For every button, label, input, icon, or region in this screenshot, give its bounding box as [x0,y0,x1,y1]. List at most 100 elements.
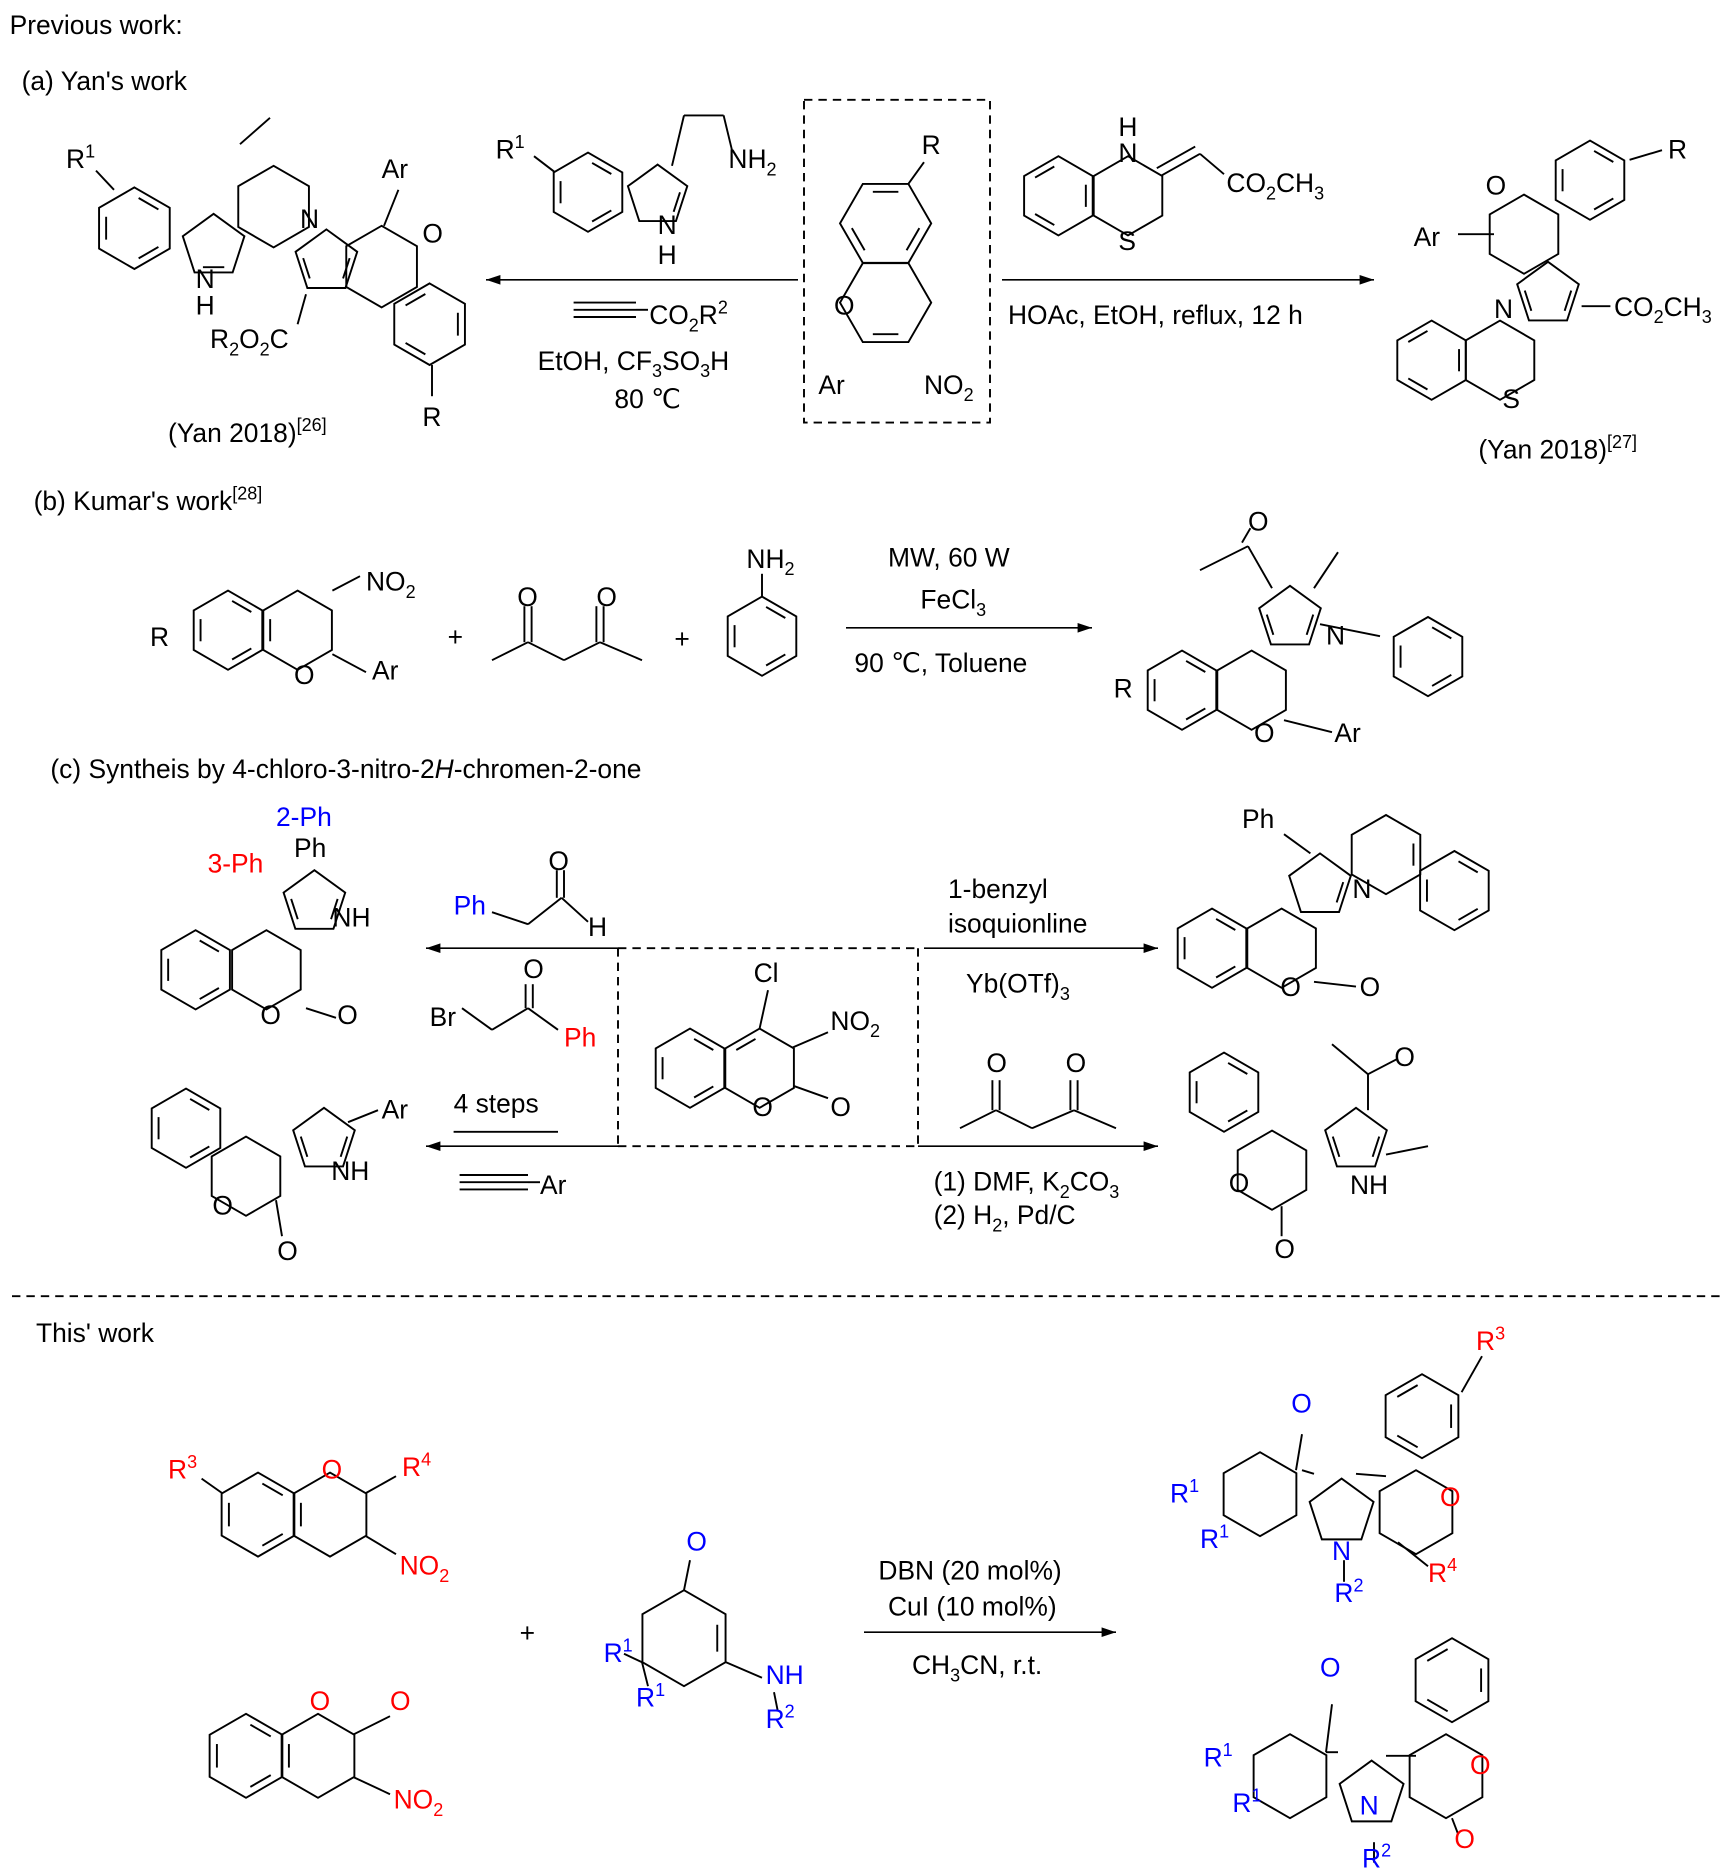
label-p1-Or: O [1440,1482,1461,1512]
bond [1305,614,1315,636]
bond [1331,1043,1369,1075]
bond [1563,290,1573,312]
ring [654,1027,726,1109]
label-a-cond1: EtOH, CF3​SO3​H [538,346,730,381]
label-a-cond3: HOAc, EtOH, reflux, 12 h [1008,300,1303,330]
label-ch-R: R [922,130,941,160]
label-c4-O3: O [1274,1234,1295,1264]
bond-lines [12,98,1722,1863]
bond [231,647,252,661]
label-th-N: N [1118,138,1137,168]
bond [1367,1057,1399,1076]
bond [1031,1109,1075,1130]
ring [1176,907,1248,989]
ring [1516,260,1580,322]
label-d-cond2: CuI (10 mol%) [888,1591,1057,1621]
bond [560,897,589,923]
bond [722,115,733,151]
bond [405,293,426,307]
bond [1265,614,1275,636]
bond [1431,673,1452,687]
label-p1-N: N [1332,1536,1351,1566]
label-d-R3: R3​ [168,1452,197,1485]
bond [189,1145,210,1159]
arrow-head [426,1141,441,1151]
bond [773,1692,779,1711]
bond [1185,660,1206,673]
label-c3-NH: NH [331,1156,369,1186]
arrow-head [1359,275,1374,285]
label-a-alkyne: CO2​R2​ [649,297,728,335]
bond [907,161,925,185]
bond [405,342,426,356]
bond [290,898,299,920]
arrow-head [486,275,501,285]
label-b-plus1: + [448,622,463,652]
label-p1-R4: R4​ [1428,1555,1457,1588]
label-p2-N: N [1360,1791,1379,1821]
label-d-plus: + [520,1618,535,1648]
bond [1335,881,1345,903]
ring [552,151,624,233]
ring [1464,319,1536,401]
label-c1-2Ph: 2-Ph [276,802,332,832]
label-e-R1a: R1​ [604,1635,633,1668]
label-this: This' work [36,1318,155,1348]
label-c4-NH: NH [1350,1170,1388,1200]
bond [1215,918,1236,931]
ring [1554,139,1626,221]
bond [1458,860,1479,874]
label-cc-O1: O [752,1092,773,1122]
bond [671,115,685,167]
label-b-NH2: NH2​ [746,544,794,579]
bond [765,653,786,667]
bond [693,1085,714,1099]
arrow-head [1143,943,1158,953]
bond [201,1477,223,1494]
ring [724,1027,795,1109]
bond [347,1109,379,1124]
bond [1073,1109,1117,1130]
label-d-R4: R4​ [402,1449,431,1482]
ring [231,929,302,1011]
label-a2-ref: (Yan 2018)[27]​ [1478,432,1637,465]
bond [527,1007,559,1031]
bond [249,1774,272,1788]
bond [1283,833,1311,855]
ring [1488,193,1560,275]
bond [527,641,565,662]
bond [959,1109,997,1130]
ring [237,164,310,249]
label-a2-N: N [1494,294,1513,324]
label-c-ald-H: H [588,912,607,942]
label-p1-R1b: R1​ [1200,1521,1229,1554]
bond [330,898,339,920]
label-e-R2: R2​ [766,1701,795,1734]
label-th-S: S [1118,226,1136,256]
ring [1216,649,1287,731]
bond [365,1475,397,1494]
label-c-br-Br: Br [430,1002,457,1032]
ring [1384,1373,1460,1460]
label-c-iso1: 1-benzyl [948,874,1048,904]
label-c3-Ar: Ar [382,1095,409,1125]
bond [905,227,921,251]
label-d-cO1: O [310,1686,331,1716]
label-c-iso2: isoquionline [948,909,1087,939]
label-d-NO2: NO2​ [400,1551,450,1586]
label-bp-O1: O [1248,507,1269,537]
bond [563,641,601,662]
bond [1241,527,1252,544]
label-a1-O: O [422,219,443,249]
bond [1199,153,1225,175]
label-c1-O2: O [337,1000,358,1030]
label-th-H: H [1118,112,1137,142]
label-e-R1b: R1​ [636,1680,665,1713]
label-a-cond2: 80 ℃ [614,384,680,414]
bond [1426,1648,1449,1662]
label-p1-O: O [1291,1389,1312,1419]
label-c1-O1: O [260,1000,281,1030]
label-b-cond1: MW, 60 W [888,543,1010,573]
label-b-cond3: 90 ℃, Toluene [854,648,1027,678]
ring [262,589,333,671]
